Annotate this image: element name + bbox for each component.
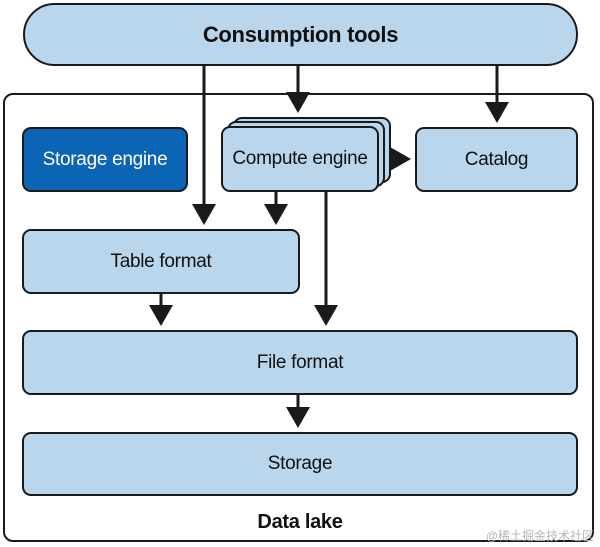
storage-engine-label: Storage engine (42, 148, 168, 170)
data-lake-label: Data lake (257, 511, 343, 533)
file-format-label: File format (256, 351, 344, 373)
table-format-label: Table format (110, 250, 212, 272)
storage-label: Storage (267, 453, 333, 474)
file-format-box: File format (22, 330, 578, 395)
table-format-box: Table format (22, 229, 300, 294)
catalog-label: Catalog (464, 148, 529, 170)
catalog-box: Catalog (415, 127, 578, 192)
consumption-tools-box: Consumption tools (23, 3, 578, 66)
storage-engine-box: Storage engine (22, 127, 188, 192)
compute-engine-label: Compute engine (232, 148, 368, 169)
consumption-tools-label: Consumption tools (202, 21, 399, 47)
compute-engine-box: Compute engine (221, 126, 379, 192)
watermark-text: @稀土掘金技术社区 (485, 529, 594, 543)
storage-box: Storage (22, 432, 578, 496)
